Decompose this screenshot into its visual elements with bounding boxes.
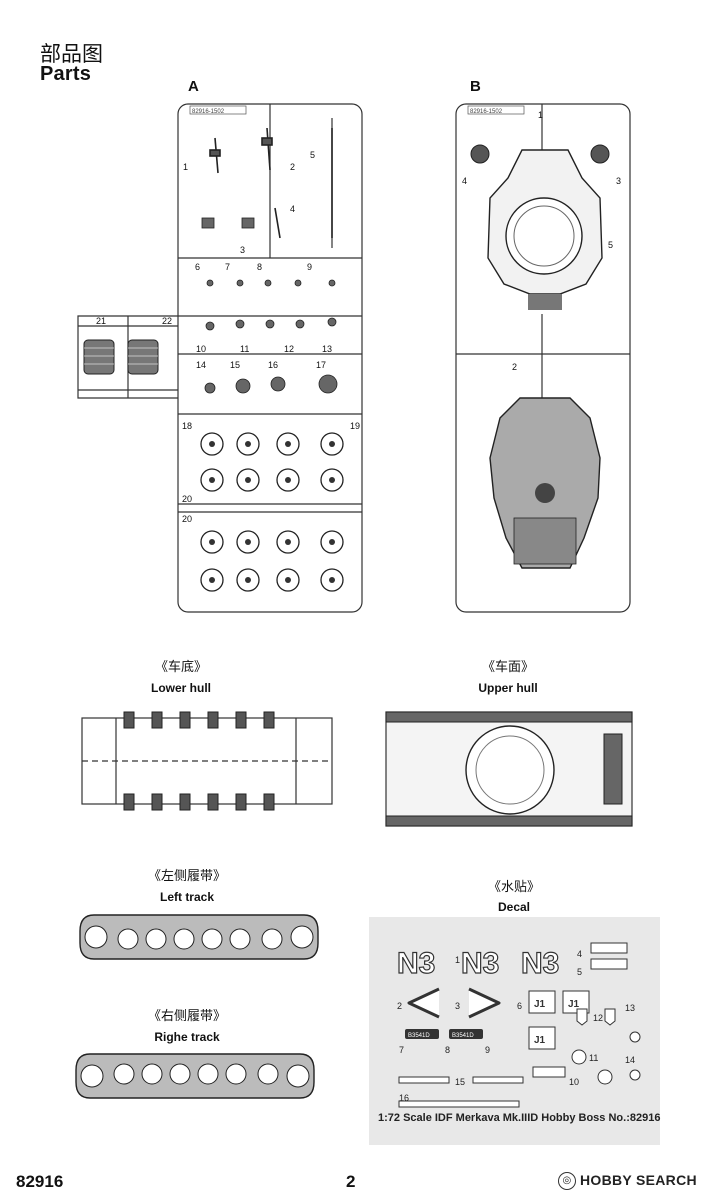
svg-text:18: 18	[182, 421, 192, 431]
svg-text:J1: J1	[534, 1035, 546, 1046]
svg-text:B3541D: B3541D	[408, 1033, 430, 1039]
svg-text:21: 21	[96, 316, 106, 326]
watermark: ◎HOBBY SEARCH	[558, 1172, 697, 1191]
svg-text:12: 12	[284, 344, 294, 354]
svg-text:N3: N3	[397, 947, 435, 980]
right-track-drawing	[75, 1053, 315, 1099]
svg-text:10: 10	[196, 344, 206, 354]
svg-text:14: 14	[625, 1055, 635, 1065]
svg-text:11: 11	[589, 1053, 598, 1063]
footer-product-number: 82916	[16, 1172, 64, 1191]
svg-text:16: 16	[268, 360, 278, 370]
svg-text:11: 11	[240, 344, 249, 354]
svg-text:2: 2	[290, 162, 295, 172]
sprue-a-diagram: 82916-1502 1 2 3 4 5 6	[77, 103, 363, 613]
svg-text:8: 8	[445, 1045, 450, 1055]
hobby-search-logo-icon: ◎	[558, 1172, 576, 1191]
right-track-title-cn: 《右侧履带》	[147, 1009, 226, 1024]
svg-text:3: 3	[240, 245, 245, 255]
svg-text:3: 3	[455, 1001, 460, 1011]
svg-text:1: 1	[455, 955, 460, 965]
svg-text:15: 15	[230, 360, 240, 370]
svg-text:22: 22	[162, 316, 172, 326]
svg-text:13: 13	[322, 344, 332, 354]
svg-text:1: 1	[538, 110, 543, 120]
sprue-b-diagram: 82916-1502 1 2 3 4 5	[455, 103, 631, 613]
upper-hull-drawing	[385, 711, 633, 827]
left-track-title-en: Left track	[159, 890, 215, 904]
svg-text:12: 12	[593, 1013, 603, 1023]
svg-text:20: 20	[182, 514, 192, 524]
decal-title-en: Decal	[497, 900, 531, 914]
svg-text:7: 7	[399, 1045, 404, 1055]
decal-sheet: N3 N3 N3 1 2 3 4 5 6 7 8 9 10 11 12 13 1…	[369, 917, 660, 1145]
svg-text:13: 13	[625, 1003, 635, 1013]
svg-text:B3541D: B3541D	[452, 1033, 474, 1039]
lower-hull-title-en: Lower hull	[151, 681, 211, 695]
sprue-b-label: B	[470, 78, 481, 95]
svg-text:6: 6	[517, 1001, 522, 1011]
svg-text:16: 16	[399, 1093, 409, 1103]
svg-text:6: 6	[195, 262, 200, 272]
decal-title-cn: 《水贴》	[487, 880, 540, 895]
svg-text:3: 3	[616, 176, 621, 186]
svg-text:2: 2	[512, 362, 517, 372]
decal-caption: 1:72 Scale IDF Merkava Mk.IIID Hobby Bos…	[378, 1112, 661, 1124]
svg-text:5: 5	[310, 150, 315, 160]
svg-text:9: 9	[307, 262, 312, 272]
svg-text:8: 8	[257, 262, 262, 272]
svg-text:19: 19	[350, 421, 360, 431]
svg-text:J1: J1	[534, 999, 546, 1010]
sprue-b-code: 82916-1502	[470, 109, 503, 115]
svg-text:4: 4	[577, 949, 582, 959]
sprue-a-label: A	[188, 78, 199, 95]
svg-text:7: 7	[225, 262, 230, 272]
svg-text:17: 17	[316, 360, 326, 370]
lower-hull-title-cn: 《车底》	[154, 660, 207, 675]
sprue-a-code: 82916-1502	[192, 109, 225, 115]
footer-page-number: 2	[346, 1172, 356, 1191]
page-title-cn: 部品图	[40, 42, 103, 66]
svg-text:1: 1	[183, 162, 188, 172]
svg-text:2: 2	[397, 1001, 402, 1011]
upper-hull-title-cn: 《车面》	[481, 660, 534, 675]
watermark-text: HOBBY SEARCH	[580, 1172, 697, 1188]
left-track-drawing	[79, 914, 319, 960]
svg-text:14: 14	[196, 360, 206, 370]
svg-text:5: 5	[608, 240, 613, 250]
page-title-en: Parts	[40, 63, 92, 85]
svg-text:4: 4	[462, 176, 467, 186]
upper-hull-title-en: Upper hull	[478, 681, 538, 695]
svg-text:15: 15	[455, 1077, 465, 1087]
left-track-title-cn: 《左侧履带》	[147, 869, 226, 884]
svg-text:20: 20	[182, 494, 192, 504]
svg-text:N3: N3	[461, 947, 499, 980]
svg-text:9: 9	[485, 1045, 490, 1055]
svg-text:5: 5	[577, 967, 582, 977]
decal-sheet-artwork: N3 N3 N3 1 2 3 4 5 6 7 8 9 10 11 12 13 1…	[396, 942, 641, 1108]
lower-hull-drawing	[81, 711, 333, 811]
svg-text:J1: J1	[568, 999, 580, 1010]
svg-text:N3: N3	[521, 947, 559, 980]
right-track-title-en: Righe track	[154, 1030, 220, 1044]
svg-text:4: 4	[290, 204, 295, 214]
svg-text:10: 10	[569, 1077, 579, 1087]
